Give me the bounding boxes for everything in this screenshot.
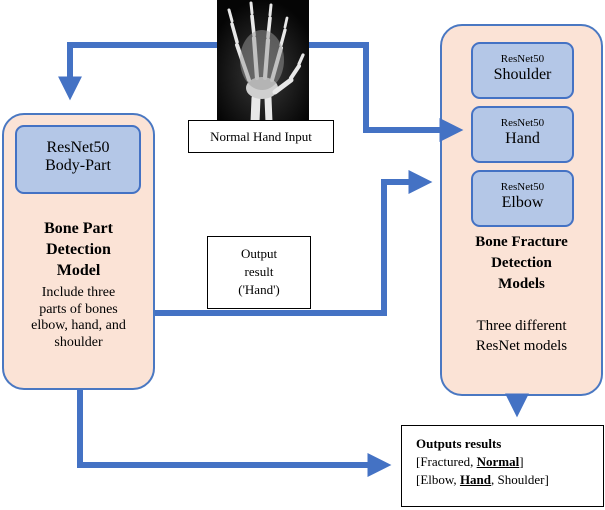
resnet50-label: ResNet50 [46, 139, 110, 156]
bone-fracture-detection-panel: ResNet50 Shoulder ResNet50 Hand ResNet50… [440, 24, 603, 396]
bone-part-detection-panel: ResNet50 Body-Part Bone Part Detection M… [2, 113, 155, 390]
hand-x-ray-image [217, 0, 309, 122]
input-caption-box: Normal Hand Input [188, 120, 334, 153]
outputs-fracture-row: [Fractured, Normal] [416, 454, 524, 469]
input-caption: Normal Hand Input [210, 129, 312, 144]
outputs-results-box: Outputs results [Fractured, Normal] [Elb… [401, 425, 604, 507]
resnet50-shoulder-box: ResNet50 Shoulder [471, 42, 574, 99]
resnet50-hand-box: ResNet50 Hand [471, 106, 574, 163]
bone-part-title: Bone Part Detection Model [44, 220, 113, 279]
bone-part-description: Include three parts of bones elbow, hand… [31, 285, 126, 350]
bone-fracture-description: Three different ResNet models [475, 318, 568, 354]
body-part-label: Body-Part [45, 157, 111, 175]
arrow-input-to-hand-model [309, 42, 464, 142]
arrow-body-part-to-outputs [77, 390, 392, 477]
bone-fracture-title: Bone Fracture Detection Models [475, 234, 568, 292]
resnet50-elbow-box: ResNet50 Elbow [471, 170, 574, 227]
arrow-output-result-to-fracture-models [155, 170, 433, 316]
arrow-input-to-body-part [58, 42, 217, 101]
output-result-box: Output result ('Hand') [207, 236, 311, 309]
outputs-results-title: Outputs results [416, 436, 502, 451]
outputs-body-part-row: [Elbow, Hand, Shoulder] [416, 472, 549, 487]
resnet50-body-part-box: ResNet50 Body-Part [15, 125, 141, 194]
